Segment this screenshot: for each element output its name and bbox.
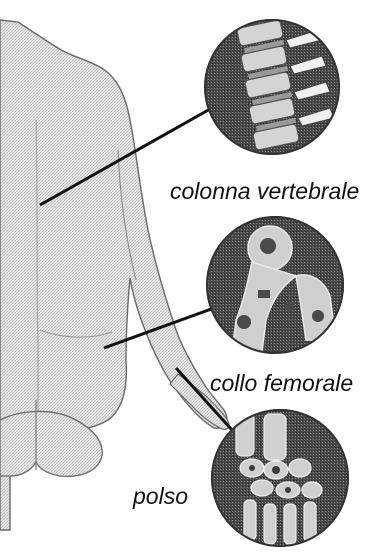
- human-torso-figure: [0, 20, 229, 530]
- label-wrist: polso: [133, 485, 188, 508]
- femur-xray-circle: [205, 215, 347, 357]
- spine-xray-circle: [200, 18, 345, 158]
- wrist-xray-circle: [210, 408, 352, 550]
- label-spine: colonna vertebrale: [170, 180, 359, 203]
- label-femoral-neck: collo femorale: [210, 372, 353, 395]
